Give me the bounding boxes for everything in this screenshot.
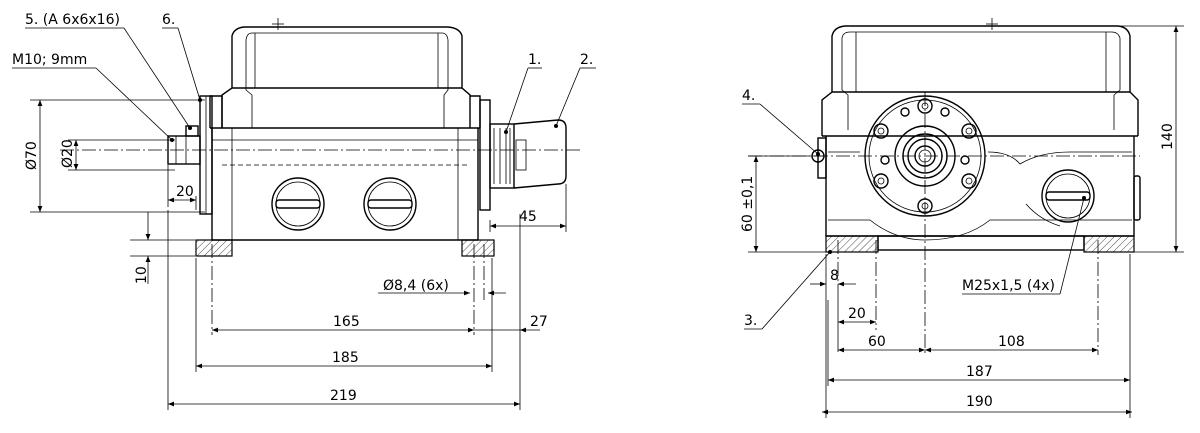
- knob-handle: [513, 119, 567, 189]
- front-foot-left: [825, 235, 879, 253]
- callout-2: 2.: [580, 52, 593, 68]
- side-cover: [221, 26, 471, 128]
- callout-thread: M10; 9mm: [12, 52, 87, 68]
- side-dimensions: Ø70 Ø20 20 10 45 Ø8,4 (6x) 165: [24, 99, 567, 410]
- front-dimensions: 60 ±0,1 140 8 20 60 108 187 190: [740, 25, 1184, 418]
- dim-w108: 108: [998, 334, 1025, 350]
- front-gland: [1041, 169, 1095, 223]
- gland-left: [271, 177, 325, 231]
- dim-w60: 60: [868, 334, 886, 350]
- dim-w20-front: 20: [848, 306, 866, 322]
- dim-w20: 20: [176, 184, 194, 200]
- dim-holes: Ø8,4 (6x): [383, 278, 449, 294]
- front-view: [748, 18, 1141, 355]
- side-callouts: 5. (A 6x6x16) 6. M10; 9mm 1. 2.: [12, 12, 596, 142]
- callout-3: 3.: [744, 313, 757, 329]
- front-callouts: 4. 3. M25x1,5 (4x): [742, 88, 1086, 330]
- gland-right: [363, 177, 417, 231]
- dim-w165: 165: [333, 314, 360, 330]
- side-body: [209, 95, 481, 241]
- knob-scale: [489, 123, 515, 189]
- dim-w190: 190: [966, 394, 993, 410]
- dim-diameter-70: Ø70: [24, 141, 40, 170]
- dim-w45: 45: [519, 209, 537, 225]
- callout-5: 5. (A 6x6x16): [25, 12, 120, 28]
- dim-w219: 219: [330, 388, 357, 404]
- side-view: [60, 18, 580, 257]
- flange-screws: [873, 98, 977, 214]
- callout-4: 4.: [742, 88, 755, 104]
- foot-right: [461, 239, 495, 257]
- foot-left: [195, 239, 233, 257]
- callout-6: 6.: [162, 12, 175, 28]
- front-cover: [821, 25, 1139, 136]
- callout-1: 1.: [528, 52, 541, 68]
- dim-h60: 60 ±0,1: [740, 176, 756, 232]
- dim-h10: 10: [134, 266, 150, 284]
- callout-m25: M25x1,5 (4x): [962, 278, 1055, 294]
- front-foot-right: [1083, 235, 1135, 253]
- dim-w27: 27: [530, 314, 548, 330]
- dim-h140: 140: [1160, 123, 1176, 150]
- dim-w185: 185: [332, 350, 359, 366]
- dim-diameter-20: Ø20: [60, 139, 76, 168]
- dim-w187: 187: [966, 364, 993, 380]
- key: [185, 125, 199, 137]
- dim-w8: 8: [830, 268, 839, 284]
